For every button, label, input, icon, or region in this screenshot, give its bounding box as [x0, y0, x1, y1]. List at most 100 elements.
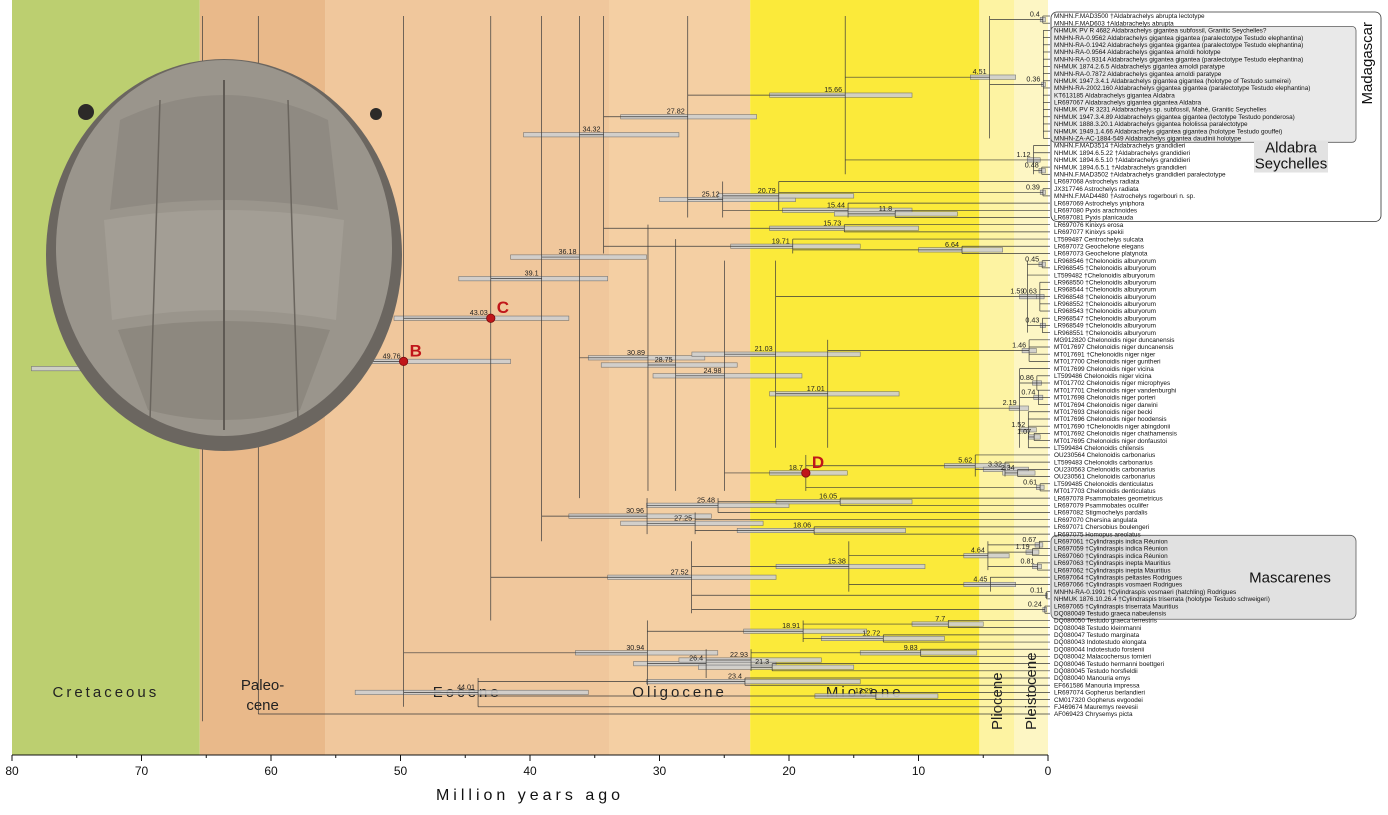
- tip-label: OU230564 Chelonoidis carbonarius: [1054, 452, 1155, 459]
- node-age-label: 0.39: [1026, 182, 1040, 191]
- tip-label: MNHN-RA-0.9314 Aldabrachelys gigantea gi…: [1054, 56, 1303, 63]
- period-label-line: Oligocene: [632, 684, 727, 701]
- period-label-line: Paleo-: [241, 677, 284, 694]
- node-age-label: 0.81: [1021, 556, 1035, 565]
- node-age-label: 6.64: [945, 240, 959, 249]
- tip-label: OU230561 Chelonoidis carbonarius: [1054, 474, 1155, 481]
- period-label: Oligocene: [632, 684, 727, 701]
- tip-label: LT599484 Chelonoidis chilensis: [1054, 445, 1144, 452]
- tip-label: MNHN-RA-0.9562 Aldabrachelys gigantea gi…: [1054, 35, 1303, 42]
- node-age-label: 2.34: [1001, 463, 1015, 472]
- tip-label: JX317746 Astrochelys radiata: [1054, 186, 1139, 193]
- node-age-label: 18.7: [789, 463, 803, 472]
- node-age-label: 27.52: [671, 567, 689, 576]
- tip-label: NHMUK 1894.6.5.1 †Aldabrachelys grandidi…: [1054, 164, 1187, 171]
- node-age-label: 19.71: [772, 236, 790, 245]
- tip-label: MT017702 Chelonoidis niger microphyes: [1054, 380, 1170, 387]
- node-age-label: 44.01: [457, 682, 475, 691]
- node-age-label: 23.4: [728, 672, 742, 681]
- tip-label: LR697060 †Cylindraspis indica Réunion: [1054, 553, 1168, 560]
- node-age-label: 0.4: [1030, 10, 1040, 19]
- hpd-bar: [652, 373, 803, 379]
- node-age-label: 1.19: [1016, 542, 1030, 551]
- node-age-label: 0.45: [1025, 254, 1039, 263]
- tip-label: DQ080040 Manouria emys: [1054, 675, 1130, 682]
- period-label: Pliocene: [989, 672, 1006, 730]
- aldabra-label-line: Seychelles: [1255, 156, 1328, 173]
- node-age-label: 24.98: [704, 366, 722, 375]
- period-label-line: cene: [246, 697, 279, 714]
- node-age-label: 11.8: [879, 204, 892, 213]
- node-age-label: 0.63: [1023, 287, 1037, 296]
- tip-label: LR968552 †Chelonoidis alburyorum: [1054, 301, 1156, 308]
- tip-label: LR968546 †Chelonoidis alburyorum: [1054, 258, 1156, 265]
- mascarenes-box: [1050, 534, 1357, 620]
- node-age-label: 15.44: [827, 200, 845, 209]
- node-age-label: 15.73: [823, 218, 841, 227]
- node-age-label: 25.48: [697, 495, 715, 504]
- node-age-label: 18.91: [782, 621, 800, 630]
- axis-tick-label: 20: [782, 764, 796, 778]
- calibration-dot: [486, 313, 496, 323]
- tip-label: LR697078 Psammobates geometricus: [1054, 495, 1163, 502]
- hpd-bar: [691, 351, 861, 357]
- node-age-label: 0.48: [1025, 161, 1039, 170]
- tip-label: KT613185 Aldabrachelys gigantea Aldabra: [1054, 92, 1175, 99]
- node-age-label: 5.62: [958, 456, 972, 465]
- tip-label: LR697075 Homopus areolatus: [1054, 531, 1141, 538]
- tip-label: DQ080043 Indotestudo elongata: [1054, 639, 1147, 646]
- tip-label: DQ080046 Testudo hermanni boettgeri: [1054, 661, 1164, 668]
- tip-label: LR697061 †Cylindraspis indica Réunion: [1054, 538, 1168, 545]
- tip-label: LR968550 †Chelonoidis alburyorum: [1054, 279, 1156, 286]
- period-band: [325, 0, 609, 755]
- node-age-label: 1.12: [1016, 150, 1030, 159]
- node-age-label: 27.82: [667, 107, 685, 116]
- tip-label: MT017699 Chelonoidis niger vicina: [1054, 366, 1154, 373]
- tree-branches: [202, 15, 1050, 722]
- tip-label: NHMUK 1894.6.5.10 †Aldabrachelys grandid…: [1054, 157, 1190, 164]
- tip-label: DQ080048 Testudo kleinmanni: [1054, 625, 1141, 632]
- node-age-label: 49.76: [383, 351, 401, 360]
- node-age-label: 0.43: [1025, 315, 1039, 324]
- node-age-label: 21.3: [755, 657, 769, 666]
- tip-label: MT017690 †Chelonoidis niger abingdonii: [1054, 423, 1170, 430]
- node-age-label: 0.67: [1022, 535, 1036, 544]
- tip-label: MT017694 Chelonoidis niger darwini: [1054, 402, 1158, 409]
- calibration-label: D: [812, 453, 824, 472]
- tip-label: LR697067 Aldabrachelys gigantea gigantea…: [1054, 100, 1202, 107]
- tip-label: LR697066 †Cylindraspis vosmaeri Rodrigue…: [1054, 582, 1182, 589]
- axis-tick-label: 0: [1045, 764, 1052, 778]
- tip-label: MNHN-RA-0.1942 Aldabrachelys gigantea gi…: [1054, 42, 1303, 49]
- axis-tick-label: 60: [264, 764, 278, 778]
- node-age-label: 25.12: [702, 189, 720, 198]
- tip-label: DQ080050 Testudo graeca terrestris: [1054, 618, 1157, 625]
- tip-label: LR697077 Kinixys spekii: [1054, 229, 1124, 236]
- tip-label: MNHN-RA-2002.160 Aldabrachelys gigantea …: [1054, 85, 1310, 92]
- node-age-label: 34.32: [583, 125, 601, 134]
- node-age-label: 43.03: [470, 308, 488, 317]
- node-age-label: 1.46: [1012, 341, 1026, 350]
- tip-label: MT017696 Chelonoidis niger hoodensis: [1054, 416, 1167, 423]
- tip-label: LT599485 Chelonoidis denticulatus: [1054, 481, 1153, 488]
- node-age-label: 15.66: [824, 85, 842, 94]
- node-age-label: 2.19: [1003, 398, 1017, 407]
- tip-label: MT017697 Chelonoidis niger duncanensis: [1054, 344, 1173, 351]
- node-age-label: 0.24: [1028, 600, 1042, 609]
- calibration-dot: [801, 468, 811, 478]
- tip-label: MNHN-RA-0.9564 Aldabrachelys gigantea ar…: [1054, 49, 1221, 56]
- node-age-label: 30.94: [626, 643, 644, 652]
- node-age-label: 4.51: [973, 67, 987, 76]
- tip-label: LR968543 †Chelonoidis alburyorum: [1054, 308, 1156, 315]
- tip-label: LR697073 Geochelone platynota: [1054, 251, 1148, 258]
- tip-label: OU230563 Chelonoidis carbonarius: [1054, 467, 1155, 474]
- tip-label: LR968547 †Chelonoidis alburyorum: [1054, 315, 1156, 322]
- tip-label: MT017693 Chelonoidis niger becki: [1054, 409, 1152, 416]
- tip-label: MT017692 Chelonoidis niger chathamensis: [1054, 431, 1177, 438]
- tortoise-carapace-photo: [46, 59, 402, 451]
- tip-label: DQ080049 Testudo graeca nabeulensis: [1054, 610, 1166, 617]
- calibration-label: C: [497, 298, 509, 317]
- axis-tick-label: 50: [394, 764, 408, 778]
- node-age-label: 7.7: [935, 614, 945, 623]
